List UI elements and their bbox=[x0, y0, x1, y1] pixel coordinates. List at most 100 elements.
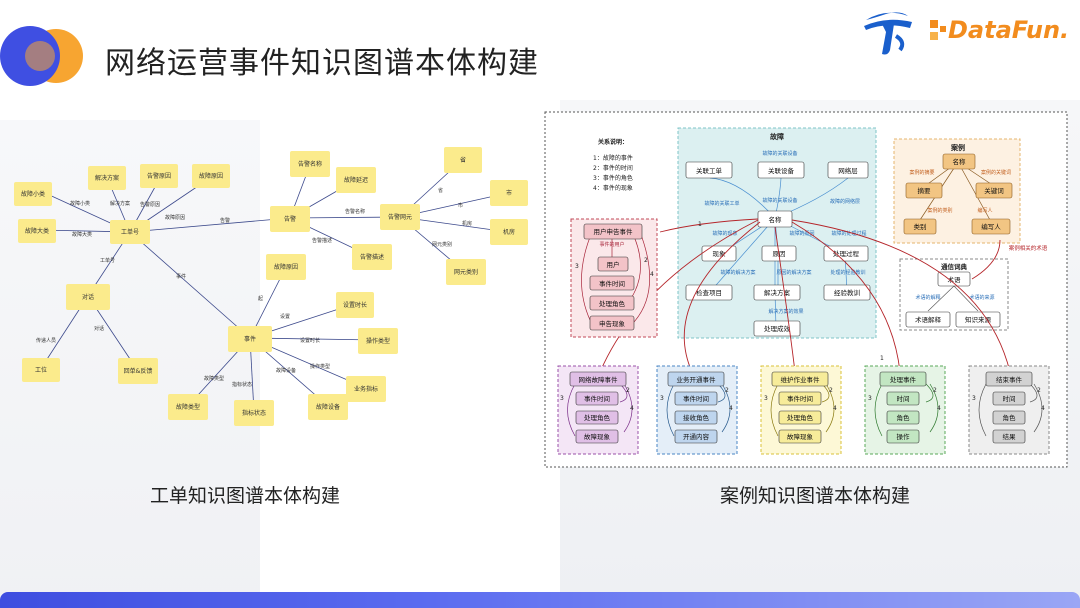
svg-text:角色: 角色 bbox=[1003, 413, 1017, 422]
svg-text:申告现象: 申告现象 bbox=[599, 319, 626, 328]
svg-text:时间: 时间 bbox=[1003, 394, 1016, 403]
svg-text:4: 4 bbox=[937, 405, 941, 412]
svg-text:操作: 操作 bbox=[897, 432, 911, 441]
event-node: 维护作业事件 bbox=[771, 371, 829, 387]
graph-node: 告警 bbox=[270, 206, 310, 232]
svg-text:3: 3 bbox=[868, 395, 872, 402]
graph-node: 告警原因 bbox=[140, 164, 178, 188]
event-node: 处理角色 bbox=[575, 410, 619, 425]
svg-text:事件时间: 事件时间 bbox=[584, 394, 610, 403]
svg-text:告警名称: 告警名称 bbox=[298, 160, 322, 168]
graph-node: 故障小类 bbox=[14, 182, 52, 206]
svg-text:省: 省 bbox=[460, 156, 466, 164]
edge-label: 市 bbox=[458, 202, 463, 209]
svg-text:编写人: 编写人 bbox=[981, 222, 1001, 231]
left-graph-nodes: 故障小类 故障大类 解决方案 告警原因 故障原因 工单号 告警名称 告警 故障延… bbox=[14, 147, 528, 426]
event-processing: 324 处理事件 时间 角色 操作 bbox=[864, 365, 946, 455]
event-node: 故障现象 bbox=[778, 429, 822, 444]
event-node: 业务开通事件 bbox=[667, 371, 725, 387]
svg-text:类别: 类别 bbox=[914, 222, 927, 231]
svg-text:处理事件: 处理事件 bbox=[890, 375, 917, 384]
svg-text:摘要: 摘要 bbox=[918, 186, 932, 195]
case-nodes: 名称 摘要 关键词 类别 编写人 bbox=[903, 153, 1013, 235]
fault-node: 现象 bbox=[701, 245, 737, 262]
fault-node: 名称 bbox=[757, 210, 793, 228]
edge-label: 告警原因 bbox=[140, 201, 160, 208]
svg-text:术语解释: 术语解释 bbox=[915, 315, 942, 324]
event-end: 324 结束事件 时间 角色 结果 bbox=[968, 365, 1050, 455]
svg-text:处理角色: 处理角色 bbox=[584, 413, 611, 422]
svg-text:4: 4 bbox=[650, 271, 654, 278]
svg-text:案例的类别: 案例的类别 bbox=[927, 207, 952, 214]
svg-text:3: 3 bbox=[764, 395, 768, 402]
svg-text:故障的原因: 故障的原因 bbox=[789, 230, 814, 237]
fault-node: 经验教训 bbox=[823, 284, 871, 301]
svg-text:通信词典: 通信词典 bbox=[941, 262, 968, 271]
svg-text:3: 3 bbox=[660, 395, 664, 402]
edge-label: 故障设备 bbox=[276, 367, 296, 374]
svg-text:故障小类: 故障小类 bbox=[21, 190, 45, 198]
svg-text:名称: 名称 bbox=[769, 215, 783, 224]
event-node: 故障现象 bbox=[575, 429, 619, 444]
graph-node: 故障原因 bbox=[192, 164, 230, 188]
fault-node: 关联设备 bbox=[757, 161, 805, 179]
svg-text:故障的关联设备: 故障的关联设备 bbox=[762, 150, 797, 157]
event-node: 用户申告事件 bbox=[583, 223, 643, 240]
telecom-logo-icon bbox=[864, 12, 946, 55]
case-knowledge-graph: 关系说明： 1：故障的事件 2：事件的时间 3：事件的角色 4：事件的现象 故障… bbox=[544, 111, 1068, 468]
svg-text:工单号: 工单号 bbox=[121, 228, 139, 236]
svg-text:处理角色: 处理角色 bbox=[599, 299, 626, 308]
glossary-nodes: 术语 术语解释 知识来源 bbox=[905, 271, 1001, 328]
edge-label: 故障原因 bbox=[165, 214, 185, 221]
edge-label: 对话 bbox=[94, 325, 104, 332]
svg-text:3: 3 bbox=[972, 395, 976, 402]
svg-text:检查项目: 检查项目 bbox=[696, 288, 722, 297]
event-node: 处理事件 bbox=[879, 371, 927, 387]
glossary-node: 知识来源 bbox=[955, 311, 1001, 328]
edge-label: 设置 bbox=[280, 313, 290, 320]
case-node: 摘要 bbox=[905, 182, 943, 199]
svg-text:事件时间: 事件时间 bbox=[683, 394, 709, 403]
svg-text:1: 1 bbox=[698, 221, 702, 228]
edge-label: 工单号 bbox=[100, 257, 115, 264]
svg-text:故障的关联设备: 故障的关联设备 bbox=[762, 197, 797, 204]
svg-text:操作类型: 操作类型 bbox=[366, 337, 390, 345]
svg-text:编写人: 编写人 bbox=[977, 207, 992, 214]
event-service-activation: 324 业务开通事件 事件时间 接收角色 开通内容 bbox=[656, 365, 738, 455]
ticket-knowledge-graph: 故障小类 解决方案 告警原因 故障原因 告警 故障大类 工单号 对话 事件 起 … bbox=[14, 147, 528, 426]
svg-text:事件时间: 事件时间 bbox=[599, 279, 625, 288]
event-node: 角色 bbox=[992, 410, 1026, 425]
svg-text:经验教训: 经验教训 bbox=[834, 288, 860, 297]
svg-text:案例的摘要: 案例的摘要 bbox=[909, 169, 934, 176]
svg-text:关系说明：: 关系说明： bbox=[598, 138, 628, 146]
svg-text:3: 3 bbox=[560, 395, 564, 402]
svg-text:告警描述: 告警描述 bbox=[360, 253, 384, 261]
svg-text:处理角色: 处理角色 bbox=[787, 413, 814, 422]
graph-node: 市 bbox=[490, 180, 528, 206]
svg-text:名称: 名称 bbox=[953, 157, 967, 166]
svg-text:业务指标: 业务指标 bbox=[354, 385, 378, 393]
fault-event-links bbox=[599, 218, 1011, 373]
event-node: 事件时间 bbox=[778, 391, 822, 406]
graph-node: 事件 bbox=[228, 326, 272, 352]
svg-text:市: 市 bbox=[506, 189, 512, 197]
graph-node: 工位 bbox=[22, 358, 60, 382]
svg-text:案例: 案例 bbox=[951, 143, 965, 152]
event-node: 角色 bbox=[886, 410, 920, 425]
event-node: 用户 bbox=[597, 256, 629, 272]
svg-text:故障设备: 故障设备 bbox=[316, 403, 340, 411]
edge-label: 传递人员 bbox=[36, 337, 56, 344]
event-node: 时间 bbox=[992, 391, 1026, 406]
edge-label: 故障小类 bbox=[70, 200, 90, 207]
svg-text:告警网元: 告警网元 bbox=[388, 213, 412, 221]
svg-text:2: 2 bbox=[725, 387, 729, 394]
svg-text:2: 2 bbox=[933, 387, 937, 394]
left-graph-edges bbox=[39, 159, 509, 413]
case-edge-labels: 案例的摘要 案例的关键词 案例的类别 编写人 bbox=[909, 169, 1011, 214]
svg-text:故障的网络层: 故障的网络层 bbox=[830, 198, 860, 205]
event-node: 事件时间 bbox=[674, 391, 718, 406]
event-user-report: 事件的用户 324 用户申告事件 用户 事件时间 处理角色 申告现象 bbox=[570, 218, 658, 338]
edge-label: 事件 bbox=[176, 273, 186, 280]
svg-text:2: 2 bbox=[1037, 387, 1041, 394]
graph-node: 故障延迟 bbox=[336, 167, 376, 193]
